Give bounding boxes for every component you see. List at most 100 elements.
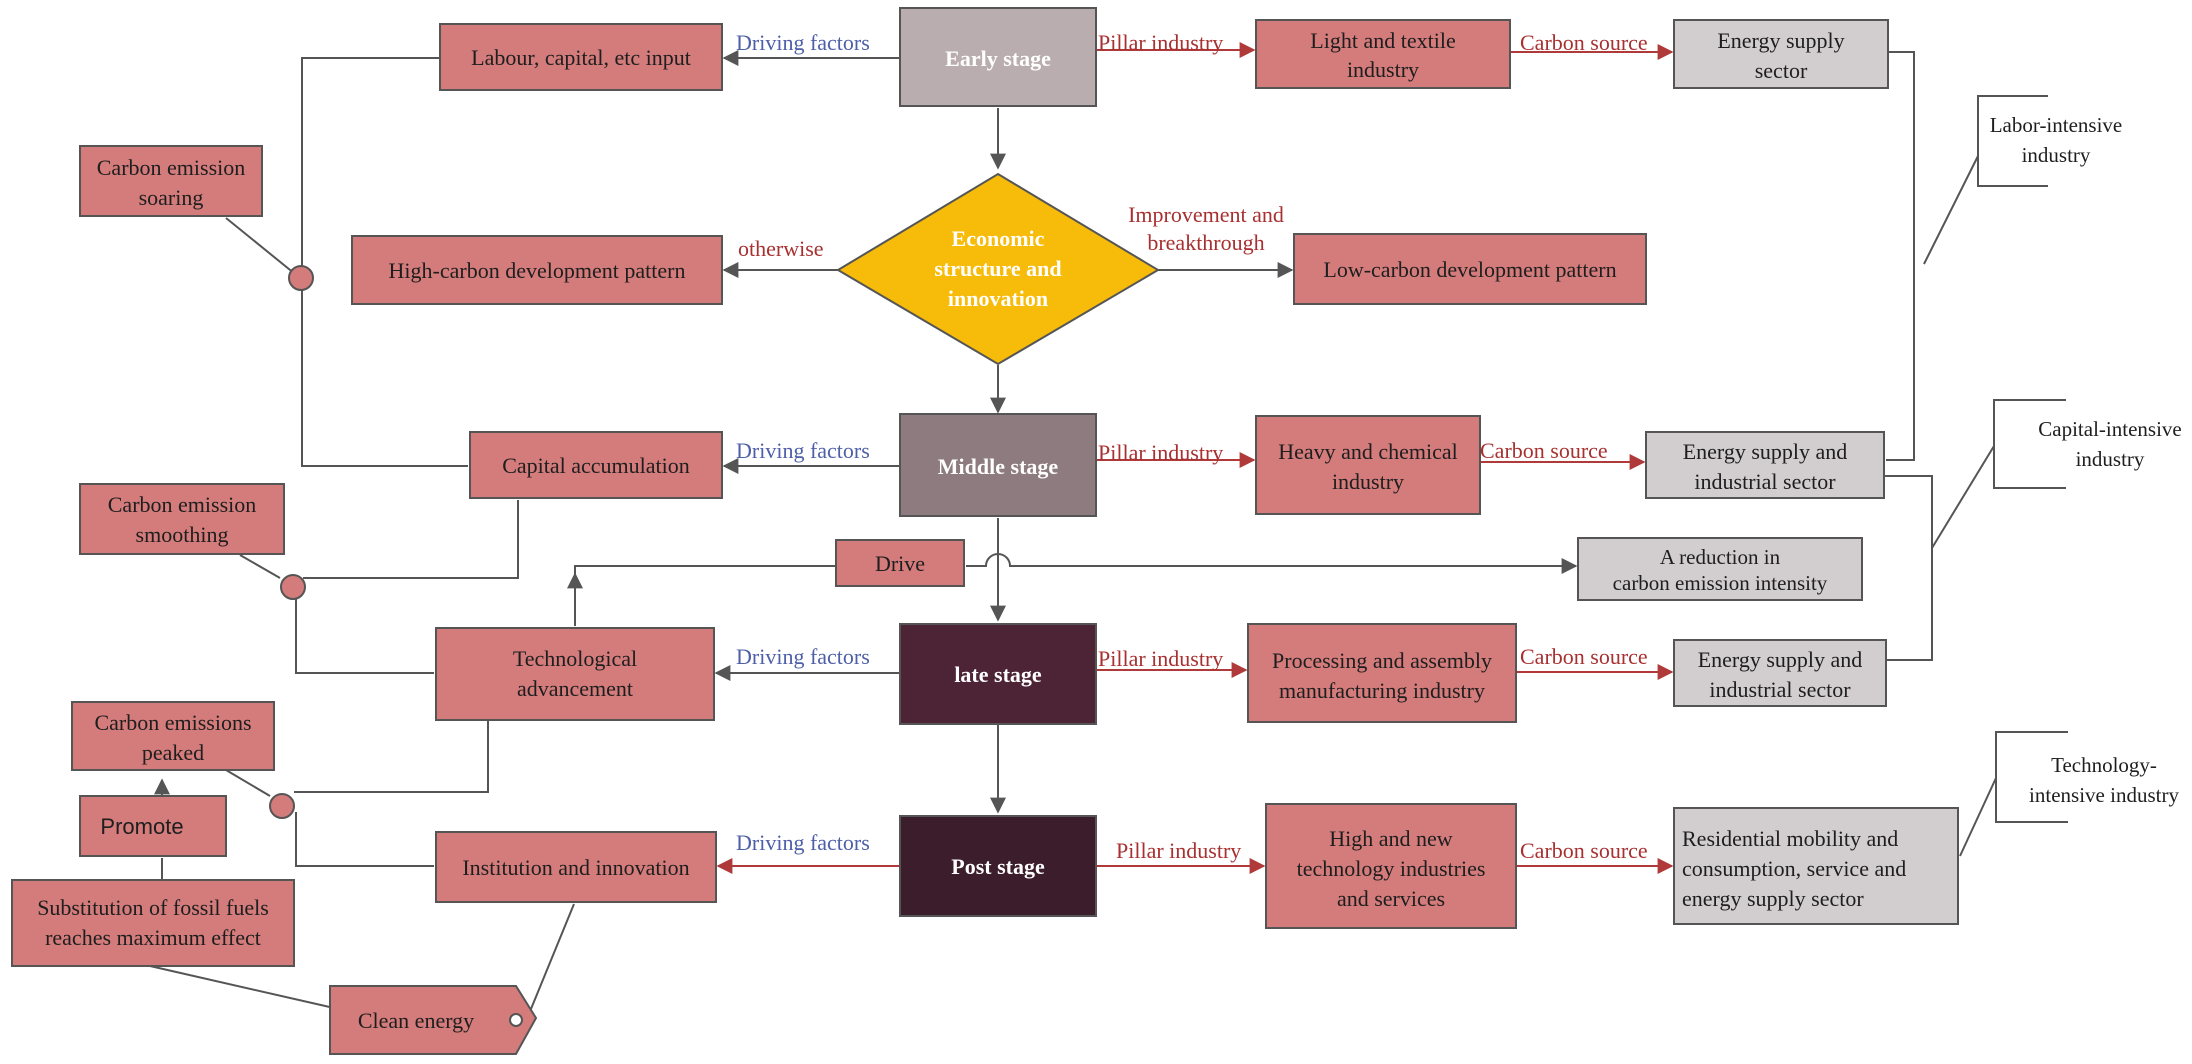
category-capital-line-2: industry xyxy=(2076,447,2145,471)
driver-middle-box[interactable]: Capital accumulation xyxy=(469,431,723,499)
industry-post-line-2: technology industries xyxy=(1297,856,1486,881)
substitution-box[interactable]: Substitution of fossil fuels reaches max… xyxy=(11,879,295,967)
label-driving-late: Driving factors xyxy=(736,644,870,669)
tag-hole-icon xyxy=(509,1013,523,1027)
promote-box[interactable]: Promote xyxy=(79,795,227,857)
label-pillar-post: Pillar industry xyxy=(1116,838,1241,863)
driver-early-label: Labour, capital, etc input xyxy=(471,45,691,70)
soaring-box[interactable]: Carbon emission soaring xyxy=(79,145,263,217)
edge-drive-to-tech xyxy=(574,565,836,588)
driver-late-line-2: advancement xyxy=(517,676,633,701)
source-post-line-3: energy supply sector xyxy=(1682,886,1864,911)
source-early-line-1: Energy supply xyxy=(1717,28,1844,53)
category-labor-bracket xyxy=(1977,95,2048,187)
smoothing-line-1: Carbon emission xyxy=(108,492,257,517)
industry-late-line-1: Processing and assembly xyxy=(1272,648,1492,673)
bubble-peaked xyxy=(269,793,295,819)
bubble-smoothing xyxy=(280,574,306,600)
source-early-box[interactable]: Energy supply sector xyxy=(1673,19,1889,89)
label-source-middle: Carbon source xyxy=(1480,438,1608,463)
link-tech-peaked xyxy=(294,720,489,793)
link-technology-category xyxy=(1959,777,1997,857)
source-late-box[interactable]: Energy supply and industrial sector xyxy=(1673,639,1887,707)
source-middle-line-2: industrial sector xyxy=(1694,469,1836,494)
outcome-low-label: Low-carbon development pattern xyxy=(1323,257,1616,282)
label-driving-post: Driving factors xyxy=(736,830,870,855)
bracket-capital xyxy=(1884,475,1933,661)
reduction-line-1: A reduction in xyxy=(1660,545,1781,569)
industry-post-box[interactable]: High and new technology industries and s… xyxy=(1265,803,1517,929)
bubble-soaring xyxy=(288,265,314,291)
connectors xyxy=(149,42,2068,1027)
industry-middle-line-2: industry xyxy=(1332,469,1404,494)
label-source-late: Carbon source xyxy=(1520,644,1648,669)
clean-energy-label: Clean energy xyxy=(358,1008,474,1033)
driver-post-box[interactable]: Institution and innovation xyxy=(435,831,717,903)
reduction-box[interactable]: A reduction in carbon emission intensity xyxy=(1577,537,1863,601)
outcome-low-box[interactable]: Low-carbon development pattern xyxy=(1293,233,1647,305)
promote-label: Promote xyxy=(100,814,183,839)
industry-middle-box[interactable]: Heavy and chemical industry xyxy=(1255,415,1481,515)
drive-box[interactable]: Drive xyxy=(835,539,965,587)
link-smoothing-bubble xyxy=(239,554,281,579)
label-pillar-early: Pillar industry xyxy=(1098,30,1223,55)
peaked-line-1: Carbon emissions xyxy=(94,710,251,735)
industry-late-line-2: manufacturing industry xyxy=(1279,678,1485,703)
industry-early-box[interactable]: Light and textile industry xyxy=(1255,19,1511,89)
link-smoothing-tech xyxy=(295,590,434,674)
smoothing-box[interactable]: Carbon emission smoothing xyxy=(79,483,285,555)
category-labor-line-1: Labor-intensive xyxy=(1990,113,2123,137)
link-substitution-clean xyxy=(149,965,335,1009)
category-labor: Labor-intensive industry xyxy=(1990,113,2123,167)
link-soaring xyxy=(225,217,301,279)
category-technology: Technology- intensive industry xyxy=(2029,753,2179,807)
source-middle-box[interactable]: Energy supply and industrial sector xyxy=(1645,431,1885,499)
driver-late-line-1: Technological xyxy=(513,646,637,671)
stage-early[interactable]: Early stage xyxy=(899,7,1097,107)
outcome-high-box[interactable]: High-carbon development pattern xyxy=(351,235,723,305)
label-otherwise: otherwise xyxy=(738,236,824,261)
stage-post[interactable]: Post stage xyxy=(899,815,1097,917)
stage-late[interactable]: late stage xyxy=(899,623,1097,725)
clean-energy-tag[interactable]: Clean energy xyxy=(329,985,538,1055)
label-source-early: Carbon source xyxy=(1520,30,1648,55)
category-labor-line-2: industry xyxy=(2022,143,2091,167)
link-capital-category xyxy=(1931,445,1995,549)
link-capital-smoothing xyxy=(303,500,519,579)
peaked-line-2: peaked xyxy=(142,740,204,765)
driver-early-box[interactable]: Labour, capital, etc input xyxy=(439,23,723,91)
label-pillar-late: Pillar industry xyxy=(1098,646,1223,671)
link-peaked-institution xyxy=(295,812,434,867)
label-improvement-line-2: breakthrough xyxy=(1147,230,1264,255)
industry-post-line-1: High and new xyxy=(1329,826,1453,851)
category-capital-bracket xyxy=(1993,399,2066,489)
industry-early-line-2: industry xyxy=(1347,57,1419,82)
label-source-post: Carbon source xyxy=(1520,838,1648,863)
source-early-line-2: sector xyxy=(1755,58,1808,83)
source-post-line-2: consumption, service and xyxy=(1682,856,1906,881)
peaked-box[interactable]: Carbon emissions peaked xyxy=(71,701,275,771)
driver-late-box[interactable]: Technological advancement xyxy=(435,627,715,721)
label-pillar-middle: Pillar industry xyxy=(1098,440,1223,465)
source-post-line-1: Residential mobility and xyxy=(1682,826,1898,851)
driver-middle-label: Capital accumulation xyxy=(502,453,690,478)
industry-late-box[interactable]: Processing and assembly manufacturing in… xyxy=(1247,623,1517,723)
stage-post-label: Post stage xyxy=(951,854,1045,879)
soaring-line-1: Carbon emission xyxy=(97,155,246,180)
category-capital-line-1: Capital-intensive xyxy=(2038,417,2181,441)
link-peaked-bubble xyxy=(225,769,271,797)
substitution-line-1: Substitution of fossil fuels xyxy=(37,895,269,920)
smoothing-line-2: smoothing xyxy=(136,522,229,547)
category-technology-bracket xyxy=(1995,731,2068,823)
source-post-box[interactable]: Residential mobility and consumption, se… xyxy=(1673,807,1959,925)
decision-line-3: innovation xyxy=(948,286,1048,311)
link-labor-category xyxy=(1923,155,1979,265)
decision-diamond[interactable]: Economic structure and innovation xyxy=(836,172,1160,366)
stage-middle[interactable]: Middle stage xyxy=(899,413,1097,517)
category-technology-line-2: intensive industry xyxy=(2029,783,2179,807)
substitution-line-2: reaches maximum effect xyxy=(45,925,261,950)
outcome-high-label: High-carbon development pattern xyxy=(389,258,686,283)
industry-early-line-1: Light and textile xyxy=(1310,28,1455,53)
emission-bubbles xyxy=(269,265,314,819)
label-improvement-line-1: Improvement and xyxy=(1128,202,1284,227)
